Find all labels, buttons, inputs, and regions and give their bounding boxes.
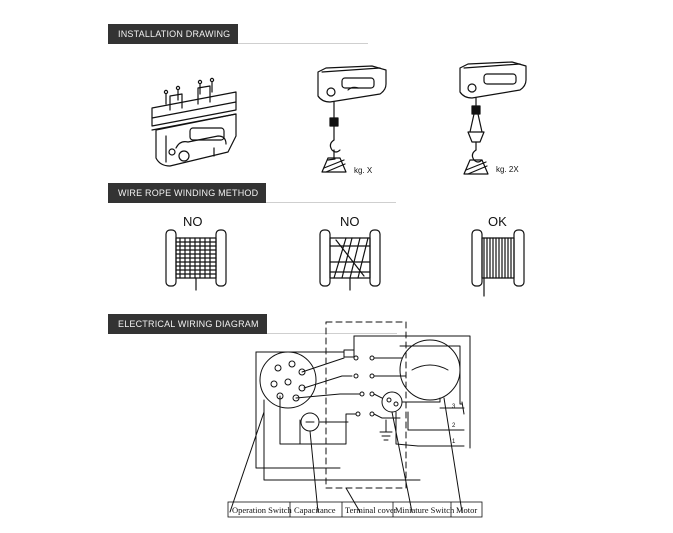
motor-label: Motor: [456, 505, 477, 515]
hoist-on-beam-illustration: [151, 77, 237, 167]
miniature-switch-label: Miniature Switch: [395, 505, 455, 515]
drum-ok: [471, 229, 525, 297]
capacitance-label: Capacitance: [294, 505, 336, 515]
hoist-double-line-illustration: [459, 61, 527, 175]
drum-no-1: [165, 229, 227, 291]
terminal-2-label: 2: [452, 423, 456, 429]
terminal-1-label: 1: [452, 439, 456, 445]
hoist-single-line-illustration: [317, 65, 387, 173]
section-header-wiring: ELECTRICAL WIRING DIAGRAM: [108, 314, 397, 334]
operation-switch-label: Operation Switch: [232, 505, 292, 515]
drum1-label: NO: [183, 214, 203, 229]
section-header-installation: INSTALLATION DRAWING: [108, 24, 370, 44]
load-double-label: kg. 2X: [496, 165, 519, 174]
section-header-winding: WIRE ROPE WINDING METHOD: [108, 183, 397, 203]
drum2-label: NO: [340, 214, 360, 229]
drum3-label: OK: [488, 214, 507, 229]
wiring-diagram: [229, 321, 471, 513]
load-single-label: kg. X: [354, 166, 373, 175]
terminal-cover-label: Terminal cover: [345, 505, 397, 515]
drum-no-2: [319, 229, 381, 291]
terminal-3-label: 3: [452, 404, 456, 410]
